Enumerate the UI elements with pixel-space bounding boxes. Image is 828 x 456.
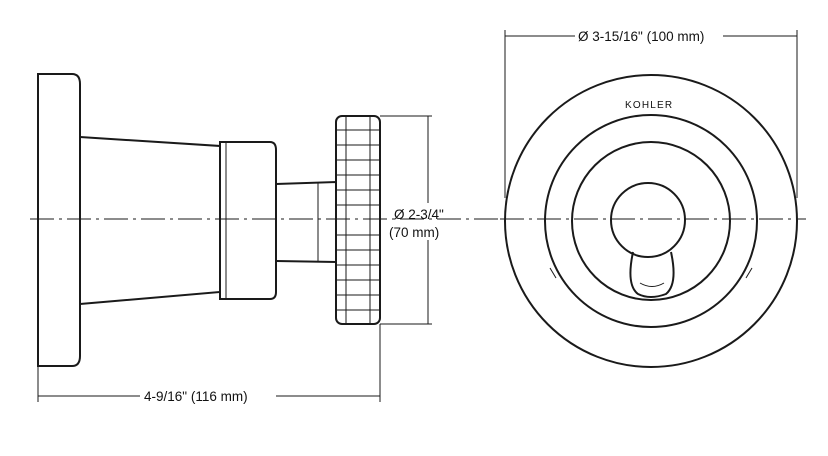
knob-diameter-metric-label: (70 mm) — [389, 225, 439, 240]
handle-lever — [629, 251, 675, 298]
knob-diameter-label: Ø 2-3/4" — [394, 207, 444, 222]
knurled-handle — [335, 115, 381, 325]
stem — [275, 180, 337, 264]
handle-ring — [571, 141, 731, 301]
side-view: Ø 2-3/4" (70 mm) 4-9/16" (116 mm) — [30, 73, 500, 404]
faceplate-ring — [544, 114, 758, 328]
knurl-lines — [336, 116, 380, 324]
overall-length-label: 4-9/16" (116 mm) — [144, 389, 248, 404]
faceplate-diameter-label: Ø 3-15/16" (100 mm) — [578, 29, 704, 44]
collar — [219, 141, 277, 300]
faceplate-outer — [504, 74, 798, 368]
valve-body — [79, 136, 221, 305]
brand-logo-text: KOHLER — [625, 100, 673, 111]
front-view: KOHLER Ø 3-15/16" (100 mm) — [500, 29, 806, 368]
handle-hub — [610, 182, 686, 258]
wall-flange — [37, 73, 81, 367]
